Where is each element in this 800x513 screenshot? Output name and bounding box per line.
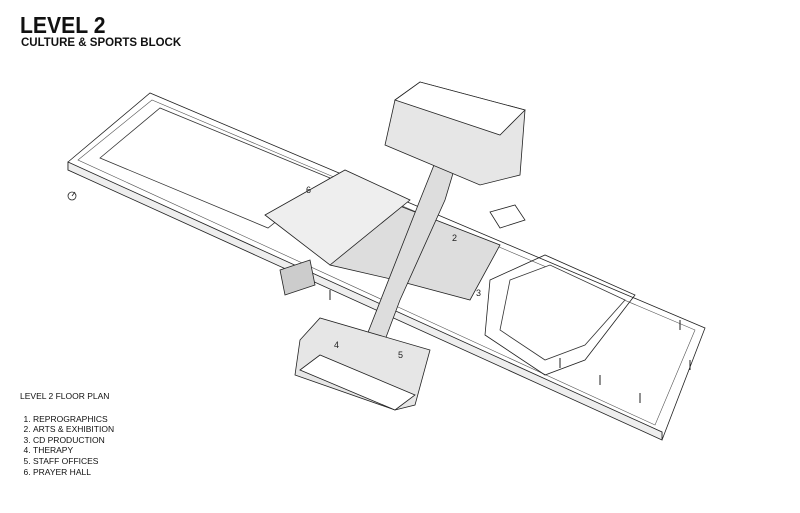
legend-item: REPROGRAPHICS xyxy=(33,414,114,425)
label-arts: 2 xyxy=(452,233,457,243)
label-staff: 5 xyxy=(398,350,403,360)
kiosk xyxy=(489,204,526,229)
label-cd: 3 xyxy=(476,288,481,298)
prayer-hall-rooms xyxy=(264,169,411,266)
stair xyxy=(279,259,316,296)
main-slab-inner xyxy=(77,99,696,426)
courtyard-ring xyxy=(484,254,636,376)
legend-item: STAFF OFFICES xyxy=(33,456,114,467)
page-subtitle: CULTURE & SPORTS BLOCK xyxy=(21,37,182,49)
label-prayer-hall: 6 xyxy=(306,185,311,195)
legend-item: ARTS & EXHIBITION xyxy=(33,424,114,435)
label-therapy: 4 xyxy=(334,340,339,350)
page-title: LEVEL 2 xyxy=(20,12,106,38)
legend: LEVEL 2 FLOOR PLAN REPROGRAPHICS ARTS & … xyxy=(20,391,114,477)
legend-item: CD PRODUCTION xyxy=(33,435,114,446)
courtyard xyxy=(499,264,626,361)
top-wing-floor xyxy=(394,81,526,136)
north-arrow-icon xyxy=(67,191,77,201)
bottom-wing-floor xyxy=(299,354,416,411)
legend-item: THERAPY xyxy=(33,445,114,456)
legend-item: PRAYER HALL xyxy=(33,467,114,478)
legend-heading: LEVEL 2 FLOOR PLAN xyxy=(20,391,110,401)
main-slab-edge xyxy=(67,161,663,441)
